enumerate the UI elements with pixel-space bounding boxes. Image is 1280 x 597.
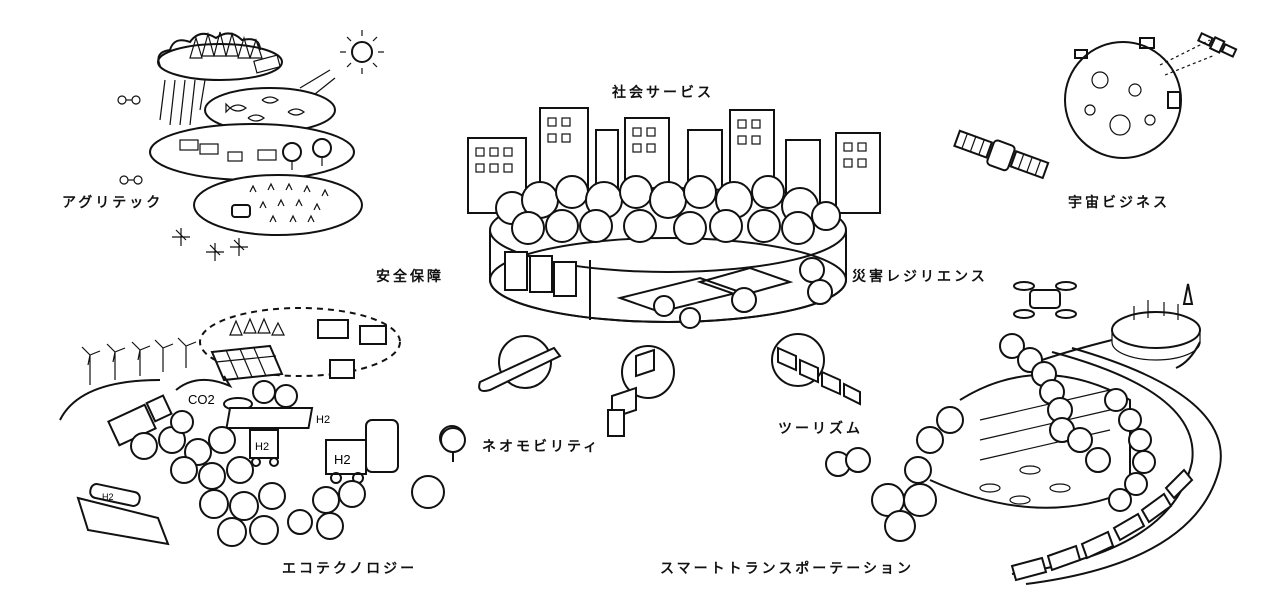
crop-field-layer <box>193 174 363 236</box>
label-security: 安全保障 <box>376 269 444 285</box>
h2-vehicle-label: H2 <box>255 441 269 453</box>
cloud-forest-layer <box>157 31 283 126</box>
label-agritech: アグリテック <box>62 195 164 211</box>
label-tourism: ツーリズム <box>778 421 863 437</box>
label-disaster-resilience: 災害レジリエンス <box>852 269 988 285</box>
plaza-tables <box>979 465 1071 505</box>
satellite-large-icon <box>953 129 1050 180</box>
maglev-icon <box>607 345 675 437</box>
label-social-services: 社会サービス <box>612 85 714 101</box>
livestock-layer <box>149 123 355 181</box>
co2-arrow-icon <box>175 375 233 391</box>
label-space-business: 宇宙ビジネス <box>1068 195 1170 211</box>
transit-plaza <box>929 374 1131 509</box>
h2-truck-sign-label: H2 <box>316 414 330 426</box>
bullet-train-icon <box>478 335 562 392</box>
train-icon <box>1010 468 1194 582</box>
h2-vehicle-icon: H2 <box>249 429 279 467</box>
solar-panel-icon <box>210 344 284 382</box>
eco-trees <box>130 380 465 547</box>
drone-icon <box>117 95 143 185</box>
sun-icon <box>299 30 384 99</box>
smart-transportation-illustration <box>871 281 1222 585</box>
moon-icon <box>1064 41 1182 159</box>
wind-turbine-icons <box>81 337 197 385</box>
platform-trees <box>495 175 841 245</box>
h2-truck-icon: H2 H2 <box>225 407 399 484</box>
lower-level-structures <box>504 251 833 329</box>
social-services-illustration <box>467 107 881 329</box>
satellite-icon <box>1196 31 1238 58</box>
building-icon <box>317 319 349 339</box>
forest-cluster <box>229 317 285 336</box>
neo-mobility-tree <box>440 427 871 477</box>
space-business-illustration <box>953 31 1238 180</box>
h2-truck-label: H2 <box>334 452 351 467</box>
rocket-launch-pad <box>1041 283 1201 369</box>
ev-charger-icon <box>329 359 355 379</box>
co2-label: CO2 <box>188 392 215 407</box>
upper-platform <box>489 187 847 323</box>
h2-ship-icon: H2 <box>76 483 170 546</box>
transport-trees <box>871 333 1156 542</box>
eco-technology-illustration: CO2 H2 H2 H2 H2 <box>59 307 465 547</box>
h2-ship-label: H2 <box>102 492 114 502</box>
agritech-illustration <box>117 30 384 261</box>
air-mobility-drone-icon <box>1013 281 1077 319</box>
label-smart-transportation: スマートトランスポーテーション <box>660 561 915 577</box>
satellite-small-icon <box>172 228 248 261</box>
neo-mobility-illustration <box>440 333 871 477</box>
cable-car-icon <box>771 333 861 406</box>
ground-curve <box>59 379 161 421</box>
rocket-icon <box>1182 283 1194 305</box>
label-eco-technology: エコテクノロジー <box>282 561 418 577</box>
label-neo-mobility: ネオモビリティ <box>482 439 601 455</box>
